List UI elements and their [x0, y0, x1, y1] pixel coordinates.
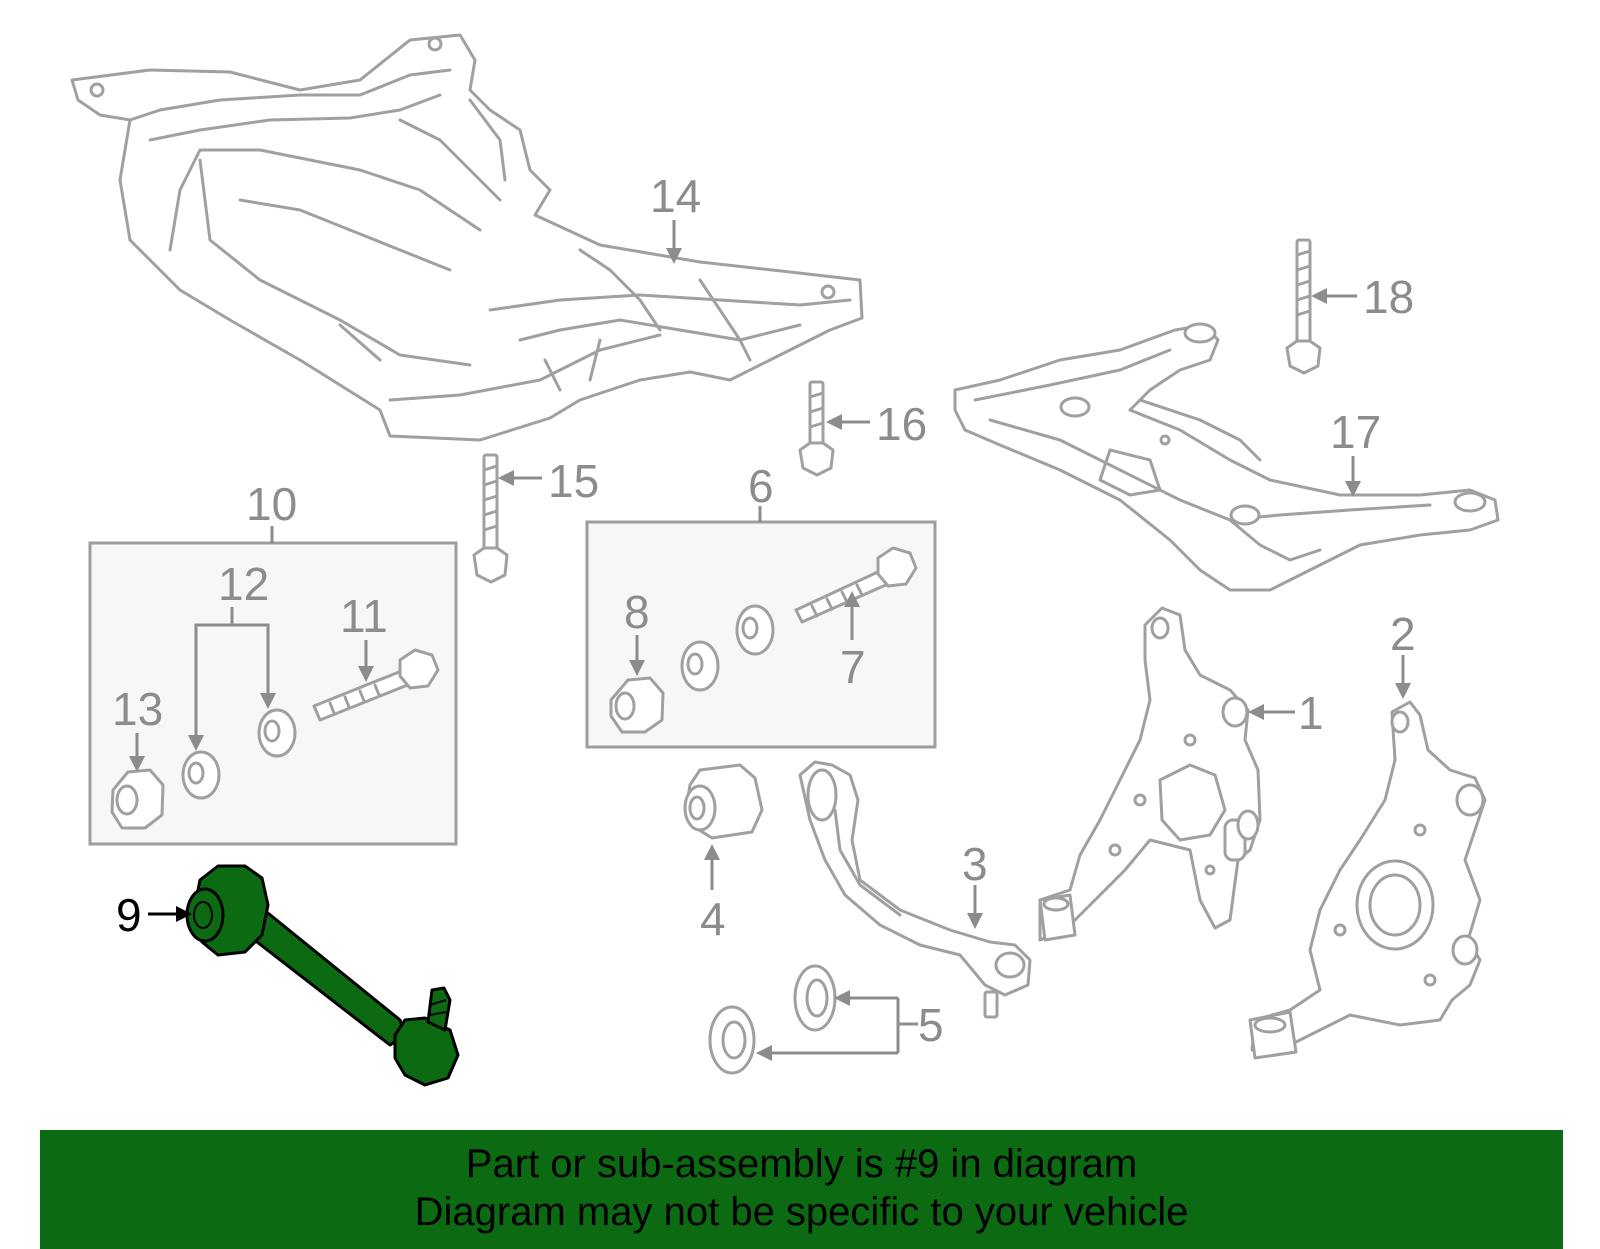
- highlighted-part-9: [185, 864, 460, 1087]
- leader-lines: [129, 220, 1411, 1061]
- bushing-4: [683, 763, 764, 840]
- callout-13: 13: [112, 683, 163, 735]
- callout-8: 8: [624, 586, 650, 638]
- callout-12: 12: [218, 558, 269, 610]
- bushing-5: [708, 964, 837, 1075]
- bolt-18: [1285, 238, 1322, 375]
- rear-crossmember: [953, 322, 1500, 592]
- callout-15: 15: [548, 455, 599, 507]
- callout-5: 5: [918, 999, 944, 1051]
- info-banner: Part or sub-assembly is #9 in diagram Di…: [40, 1130, 1563, 1249]
- callout-17: 17: [1330, 406, 1381, 458]
- callout-7: 7: [840, 641, 866, 693]
- banner-line-2: Diagram may not be specific to your vehi…: [414, 1190, 1189, 1234]
- callout-16: 16: [876, 398, 927, 450]
- banner-line-1: Part or sub-assembly is #9 in diagram: [465, 1142, 1138, 1186]
- callout-14: 14: [650, 170, 701, 222]
- callout-9: 9: [116, 889, 142, 941]
- kit-box-10: [88, 541, 458, 846]
- bolt-16: [798, 380, 835, 477]
- steering-knuckle-2: [1248, 700, 1487, 1060]
- steering-knuckle-1: [1038, 606, 1262, 942]
- bolt-15: [472, 453, 509, 584]
- callout-6: 6: [748, 460, 774, 512]
- kit-box-6: [585, 520, 937, 749]
- callout-10: 10: [246, 478, 297, 530]
- callout-4: 4: [700, 893, 726, 945]
- subframe-crossmember: [70, 33, 864, 442]
- callout-2: 2: [1390, 608, 1416, 660]
- lower-control-arm-3: [798, 760, 1032, 1019]
- callout-18: 18: [1363, 271, 1414, 323]
- callout-1: 1: [1298, 687, 1324, 739]
- callout-3: 3: [962, 838, 988, 890]
- callout-11: 11: [340, 590, 388, 642]
